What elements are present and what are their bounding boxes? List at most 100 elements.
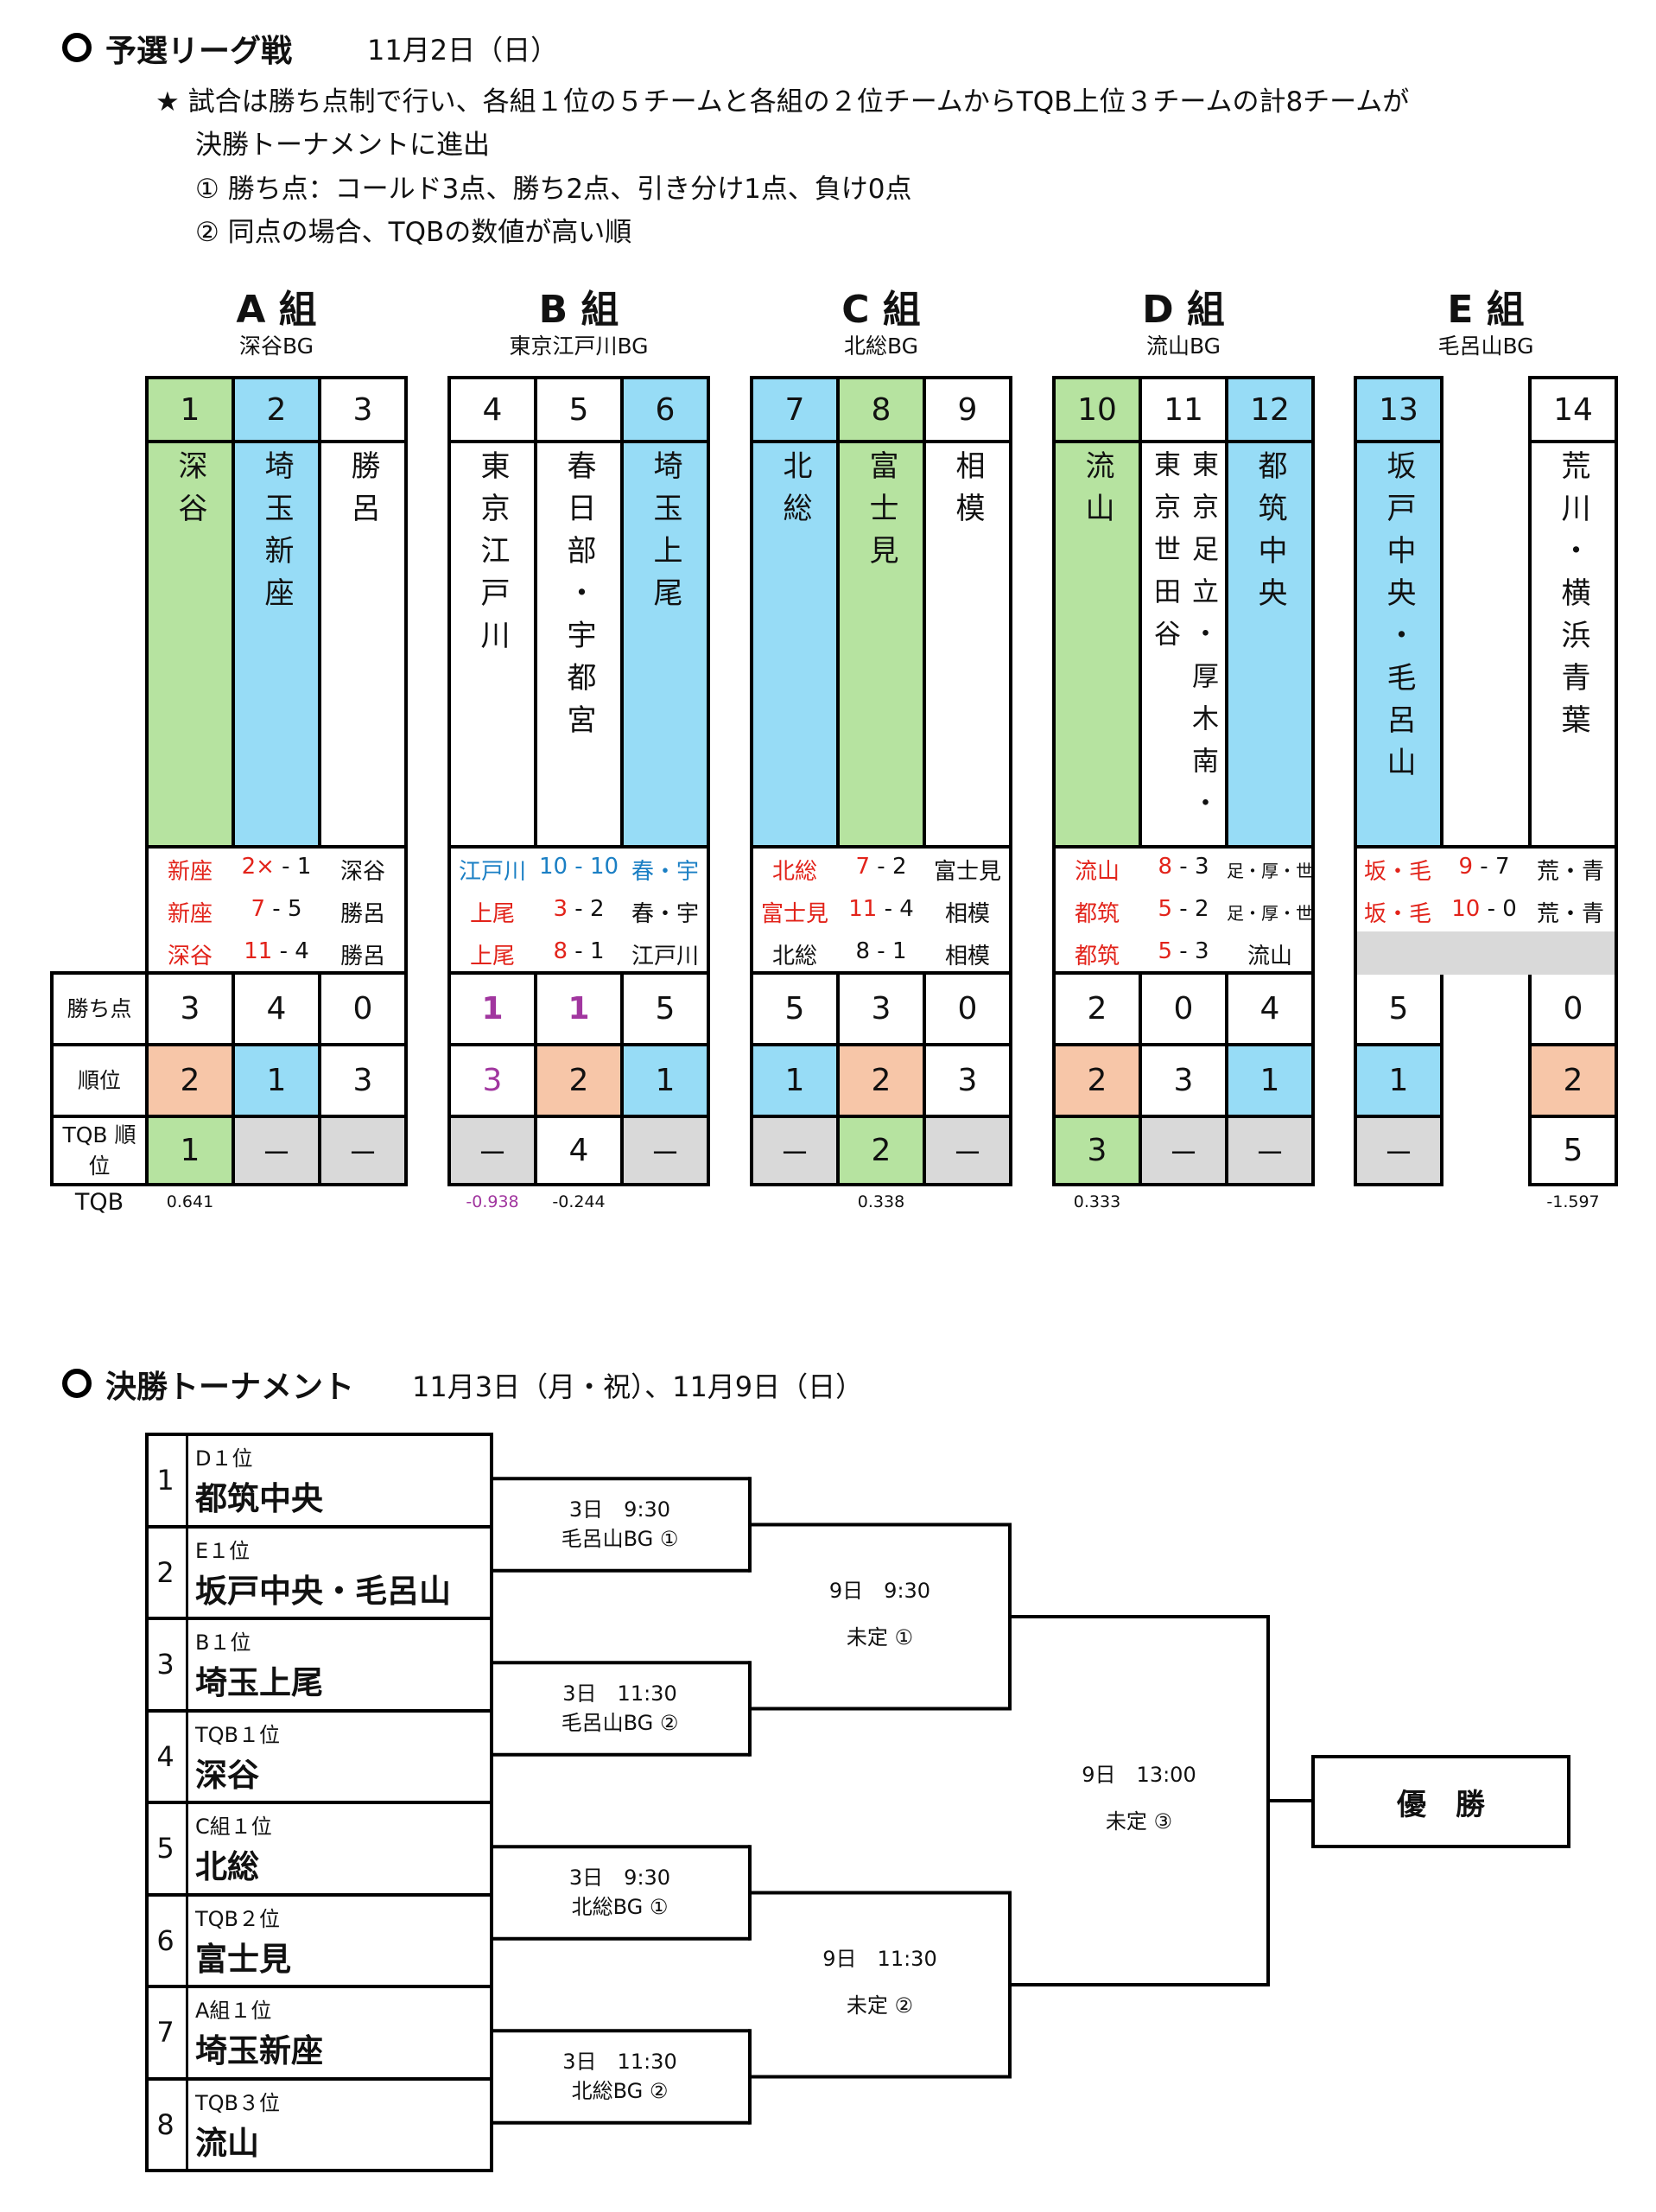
rank-cell: 3 [318, 1043, 408, 1118]
team-number: 5 [534, 376, 624, 443]
match-winner: 流山 [1074, 859, 1120, 885]
round1-venue: 毛呂山BG ① [561, 1526, 679, 1551]
tqb-rank-cell: － [750, 1115, 840, 1186]
group-venue: 深谷BG [238, 334, 314, 359]
match-loser: 足・厚・世 [1227, 903, 1313, 924]
team-number: 13 [1354, 376, 1443, 443]
winner-score: 7 [855, 854, 871, 880]
match-score: 9 - 7 [1458, 854, 1510, 880]
loser-score: 3 [1194, 854, 1209, 880]
team-name: 勝呂 [346, 450, 380, 535]
points-cell: 5 [620, 971, 710, 1046]
tqb-value: 0.641 [166, 1192, 214, 1211]
match-loser: 相模 [944, 944, 990, 969]
team-name: 埼玉上尾 [648, 450, 682, 620]
group-venue: 毛呂山BG [1437, 334, 1534, 359]
team-name-cell: 勝呂 [318, 440, 408, 849]
seed-row [145, 1985, 493, 2081]
seed-row [145, 1524, 493, 1620]
seed-team: 深谷 [195, 1756, 259, 1794]
match-winner: 坂・毛 [1363, 901, 1431, 927]
match-score: 5 - 2 [1158, 896, 1209, 922]
seed-label: A組１位 [195, 1999, 272, 2023]
final-time: 9日 13:00 [1082, 1763, 1196, 1787]
rank-cell: 1 [1225, 1043, 1315, 1118]
team-name: 相模 [950, 450, 985, 535]
group-heading: C 組 [841, 288, 921, 332]
match-loser: 荒・青 [1536, 901, 1604, 927]
seed-number: 6 [145, 1892, 188, 1988]
winner-score: 3 [553, 896, 568, 922]
loser-score: 1 [891, 938, 907, 964]
rank-cell: 2 [145, 1043, 235, 1118]
match-score: 3 - 2 [553, 896, 605, 922]
group-venue: 流山BG [1145, 334, 1221, 359]
rule-note: ★ 試合は勝ち点制で行い、各組１位の５チームと各組の２位チームからTQB上位３チ… [155, 86, 1410, 118]
match-loser: 荒・青 [1536, 859, 1604, 885]
tqb-value: -0.938 [466, 1192, 519, 1211]
tqb-value: -0.244 [552, 1192, 606, 1211]
points-cell: 5 [1354, 971, 1443, 1046]
match-loser: 勝呂 [339, 901, 385, 927]
team-name-cell: 荒川・横浜青葉 [1528, 440, 1618, 849]
loser-score: 3 [1194, 938, 1209, 964]
winner-score: 8 [1158, 854, 1173, 880]
winner-score: 11 [244, 938, 273, 964]
tournament-date: 11月3日（月・祝）、11月9日（日） [412, 1370, 864, 1403]
seed-team: 流山 [195, 2124, 259, 2162]
tqb-rank-cell: 3 [1052, 1115, 1142, 1186]
league-title: 予選リーグ戦 [105, 34, 293, 69]
winner-score: 10 [538, 854, 568, 880]
team-name: 東京江戸川 [475, 450, 510, 662]
row-label-tqb: TQB [74, 1189, 124, 1216]
team-name: 春日部・宇都宮 [562, 450, 596, 747]
match-winner: 都筑 [1074, 901, 1120, 927]
loser-score: 7 [1494, 854, 1510, 880]
loser-score: 10 [589, 854, 619, 880]
match-results-box [750, 845, 1012, 975]
loser-score: 2 [1194, 896, 1209, 922]
semi-venue: 未定 ② [846, 1993, 914, 2018]
team-name: 北総 [777, 450, 812, 535]
seed-label: C組１位 [195, 1815, 272, 1839]
team-name: 東京世田谷 [1149, 450, 1180, 662]
round1-time: 3日 9:30 [568, 1497, 671, 1522]
team-name-cell: 埼玉新座 [232, 440, 321, 849]
tqb-rank-cell: － [1139, 1115, 1228, 1186]
team-name-cell: 都筑中央 [1225, 440, 1315, 849]
match-winner: 北総 [771, 944, 817, 969]
rank-cell: 3 [923, 1043, 1012, 1118]
match-loser: 勝呂 [339, 944, 385, 969]
group-heading: E 組 [1447, 288, 1525, 332]
team-number: 4 [447, 376, 537, 443]
seed-number: 8 [145, 2076, 188, 2172]
title-circle-icon [62, 33, 92, 62]
rank-cell: 1 [1354, 1043, 1443, 1118]
team-name: 埼玉新座 [259, 450, 294, 620]
team-number: 6 [620, 376, 710, 443]
tqb-rank-cell: － [318, 1115, 408, 1186]
match-winner: 深谷 [167, 944, 213, 969]
match-results-box [145, 845, 408, 975]
rule-note: ① 勝ち点：コールド3点、勝ち2点、引き分け1点、負け0点 [195, 174, 912, 205]
tqb-value: 0.338 [857, 1192, 905, 1211]
winner-score: 8 [553, 938, 568, 964]
loser-score: 1 [296, 854, 312, 880]
match-winner: 北総 [771, 859, 817, 885]
match-score: 10 - 0 [1451, 896, 1517, 922]
match-loser: 深谷 [339, 859, 385, 885]
match-loser: 流山 [1247, 944, 1292, 969]
rule-note: ② 同点の場合、TQBの数値が高い順 [195, 217, 632, 248]
match-winner: 新座 [167, 859, 213, 885]
tqb-rank-cell: － [1354, 1115, 1443, 1186]
seed-label: D１位 [195, 1446, 253, 1471]
group-venue: 北総BG [843, 334, 919, 359]
round1-time: 3日 11:30 [562, 1681, 677, 1706]
loser-score: 0 [1502, 896, 1517, 922]
tqb-rank-cell: － [232, 1115, 321, 1186]
team-number: 12 [1225, 376, 1315, 443]
match-score: 11 - 4 [848, 896, 914, 922]
match-winner: 都筑 [1074, 944, 1120, 969]
match-score: 8 - 1 [553, 938, 605, 964]
winner-score: 2× [241, 854, 275, 880]
